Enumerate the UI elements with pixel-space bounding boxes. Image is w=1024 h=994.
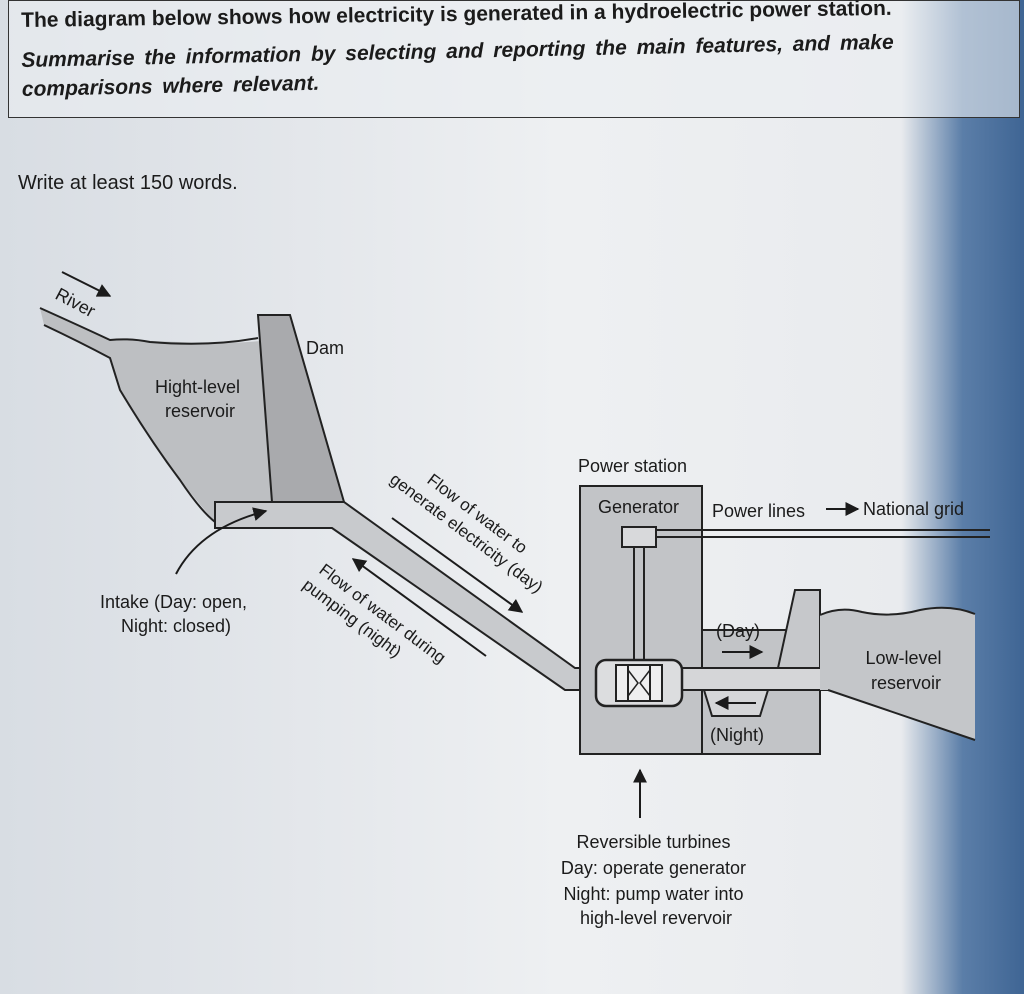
night-label: (Night): [710, 725, 764, 745]
river-bank-line: [39, 307, 259, 345]
power-station-label: Power station: [578, 456, 687, 476]
power-lines-label: Power lines: [712, 501, 805, 521]
low-reservoir-label: Low-level reservoir: [865, 648, 946, 693]
night-flow-arrow: [351, 558, 487, 657]
national-grid-label: National grid: [863, 499, 964, 519]
day-label: (Day): [716, 621, 760, 641]
river-flow-arrow: [61, 271, 112, 297]
generator-housing: [621, 526, 657, 548]
outflow-channel: [677, 667, 829, 691]
high-level-reservoir-water: [40, 308, 272, 522]
reservoir-bed-line: [43, 324, 272, 523]
generator-label: Generator: [598, 497, 679, 517]
intake-label: Intake (Day: open, Night: closed): [100, 592, 252, 636]
intake-arrow: [175, 507, 268, 575]
turbines-label: Reversible turbines Day: operate generat…: [561, 832, 751, 928]
day-flow-arrow: [391, 517, 524, 613]
high-reservoir-label: Hight-level reservoir: [155, 377, 245, 421]
dam-label: Dam: [306, 338, 344, 358]
low-level-reservoir-water: [820, 607, 975, 740]
task-box: The diagram below shows how electricity …: [8, 0, 1020, 118]
word-count-note: Write at least 150 words.: [18, 172, 238, 194]
